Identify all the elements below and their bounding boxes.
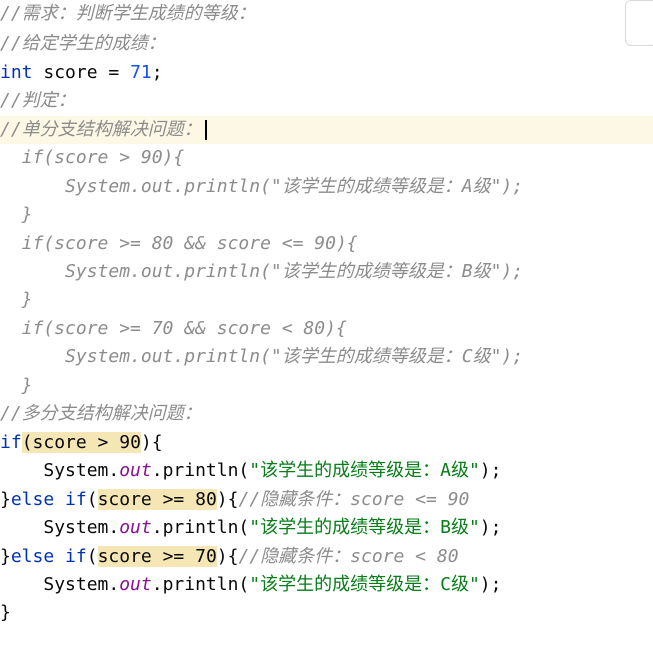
- code-line: }: [0, 599, 653, 627]
- code-line: //多分支结构解决问题：: [0, 400, 653, 428]
- code-text: ){: [140, 432, 163, 453]
- commented-code: System.out.println("该学生的成绩等级是：A级");: [0, 176, 524, 197]
- field-out: out: [119, 460, 152, 481]
- commented-code: }: [0, 375, 33, 396]
- code-text: ){: [216, 546, 239, 567]
- code-text: ){: [216, 489, 239, 510]
- string-literal: "该学生的成绩等级是：B级": [249, 517, 480, 538]
- code-line: }else if(score >= 70){//隐藏条件：score < 80: [0, 543, 653, 571]
- keyword: else: [10, 489, 55, 510]
- code-text: ;: [151, 62, 163, 83]
- code-line: }else if(score >= 80){//隐藏条件：score <= 90: [0, 486, 653, 514]
- code-line: System.out.println("该学生的成绩等级是：C级");: [0, 343, 653, 371]
- code-text: (: [86, 546, 98, 567]
- code-line: System.out.println("该学生的成绩等级是：B级");: [0, 258, 653, 286]
- comment: //单分支结构解决问题：: [0, 119, 202, 140]
- commented-code: }: [0, 204, 33, 225]
- code-text: score =: [32, 62, 131, 83]
- code-line: //给定学生的成绩：: [0, 30, 653, 58]
- code-line: if(score > 90){: [0, 144, 653, 172]
- commented-code: if(score > 90){: [0, 147, 185, 168]
- commented-code: System.out.println("该学生的成绩等级是：B级");: [0, 261, 524, 282]
- code-text: .println(: [151, 517, 250, 538]
- string-literal: "该学生的成绩等级是：C级": [249, 574, 480, 595]
- comment: //判定：: [0, 90, 76, 111]
- field-out: out: [119, 574, 152, 595]
- code-text: );: [479, 574, 502, 595]
- code-text: .println(: [151, 460, 250, 481]
- code-line: }: [0, 201, 653, 229]
- code-text: }: [0, 602, 11, 623]
- keyword: int: [0, 62, 33, 83]
- field-out: out: [119, 517, 152, 538]
- code-line: }: [0, 372, 653, 400]
- code-line: System.out.println("该学生的成绩等级是：C级");: [0, 571, 653, 599]
- code-text: System.: [43, 460, 120, 481]
- keyword: if: [0, 432, 22, 453]
- code-text: System.: [43, 517, 120, 538]
- commented-code: if(score >= 80 && score <= 90){: [0, 233, 358, 254]
- comment: //需求：判断学生成绩的等级：: [0, 3, 256, 24]
- comment: //隐藏条件：score <= 90: [238, 489, 470, 510]
- comment: //给定学生的成绩：: [0, 33, 166, 54]
- scrollbar-widget[interactable]: [625, 0, 653, 46]
- string-literal: "该学生的成绩等级是：A级": [249, 460, 480, 481]
- brace-match: (: [21, 432, 33, 453]
- code-line: System.out.println("该学生的成绩等级是：B级");: [0, 514, 653, 542]
- code-line: //判定：: [0, 87, 653, 115]
- comment: //多分支结构解决问题：: [0, 403, 202, 424]
- code-line: if(score > 90){: [0, 429, 653, 457]
- code-text: }: [0, 546, 11, 567]
- code-text: }: [0, 489, 11, 510]
- number-literal: 71: [130, 62, 152, 83]
- code-line: }: [0, 286, 653, 314]
- code-line: System.out.println("该学生的成绩等级是：A级");: [0, 173, 653, 201]
- code-line: if(score >= 80 && score <= 90){: [0, 230, 653, 258]
- condition-highlight: score >= 80: [97, 489, 217, 510]
- commented-code: if(score >= 70 && score < 80){: [0, 318, 347, 339]
- keyword: if: [65, 546, 87, 567]
- code-line: //需求：判断学生成绩的等级：: [0, 0, 653, 28]
- code-line: if(score >= 70 && score < 80){: [0, 315, 653, 343]
- code-text: .println(: [151, 574, 250, 595]
- text-cursor: [204, 120, 207, 140]
- code-text: (: [86, 489, 98, 510]
- code-text: );: [479, 517, 502, 538]
- comment: //隐藏条件：score < 80: [238, 546, 459, 567]
- commented-code: System.out.println("该学生的成绩等级是：C级");: [0, 346, 524, 367]
- keyword: if: [65, 489, 87, 510]
- code-line: System.out.println("该学生的成绩等级是：A级");: [0, 457, 653, 485]
- code-text: System.: [43, 574, 120, 595]
- commented-code: }: [0, 289, 33, 310]
- code-line: int score = 71;: [0, 59, 653, 87]
- condition-highlight: score >= 70: [97, 546, 217, 567]
- keyword: else: [10, 546, 55, 567]
- current-line: //单分支结构解决问题：: [0, 116, 653, 144]
- condition-highlight: score > 90: [32, 432, 141, 453]
- code-text: );: [479, 460, 502, 481]
